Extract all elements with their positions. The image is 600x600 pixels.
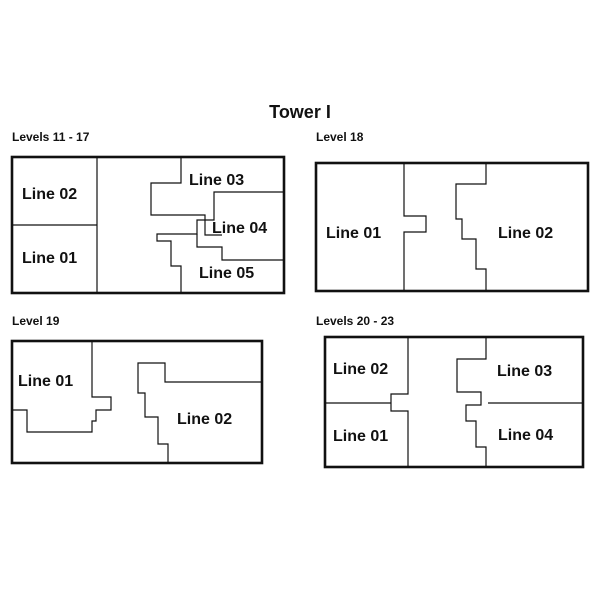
plan-levels-20-23 [323,335,585,469]
plan-level-18-labels: Line 01 Line 02 [326,225,553,242]
unit-label: Line 01 [18,373,73,390]
plan-level-19-labels: Line 01 Line 02 [18,373,232,428]
partition-line [196,234,284,261]
unit-label: Line 04 [212,220,267,237]
partition-line [137,362,262,463]
page-title: Tower I [269,102,331,122]
unit-label: Line 02 [177,411,232,428]
plan-level-18 [314,161,590,293]
unit-label: Line 04 [498,427,553,444]
unit-label: Line 02 [333,361,388,378]
partition-line [150,157,222,236]
plan-level-19 [10,339,264,465]
unit-label: Line 01 [22,250,77,267]
plan-outline [10,339,264,465]
unit-label: Line 03 [497,363,552,380]
partition-line [403,163,427,291]
partition-line [12,341,112,433]
partition-line [456,337,487,467]
unit-label: Line 03 [189,172,244,189]
plan-outline [323,335,585,469]
plan-levels-20-23-labels: Line 02 Line 01 Line 03 Line 04 [333,361,553,445]
plan-levels-11-17-labels: Line 02 Line 01 Line 03 Line 04 Line 05 [22,172,267,282]
unit-label: Line 02 [22,186,77,203]
plan-label-level-19: Level 19 [12,314,60,328]
partition-line [390,337,409,467]
unit-label: Line 02 [498,225,553,242]
plan-label-levels-20-23: Levels 20 - 23 [316,314,395,328]
partition-line [156,191,284,293]
plan-levels-11-17 [10,155,286,295]
unit-label: Line 01 [333,428,388,445]
partition-line [455,163,487,291]
plan-label-levels-11-17: Levels 11 - 17 [12,130,90,144]
plan-label-level-18: Level 18 [316,130,364,144]
unit-label: Line 05 [199,265,254,282]
unit-label: Line 01 [326,225,381,242]
plan-outline [314,161,590,293]
